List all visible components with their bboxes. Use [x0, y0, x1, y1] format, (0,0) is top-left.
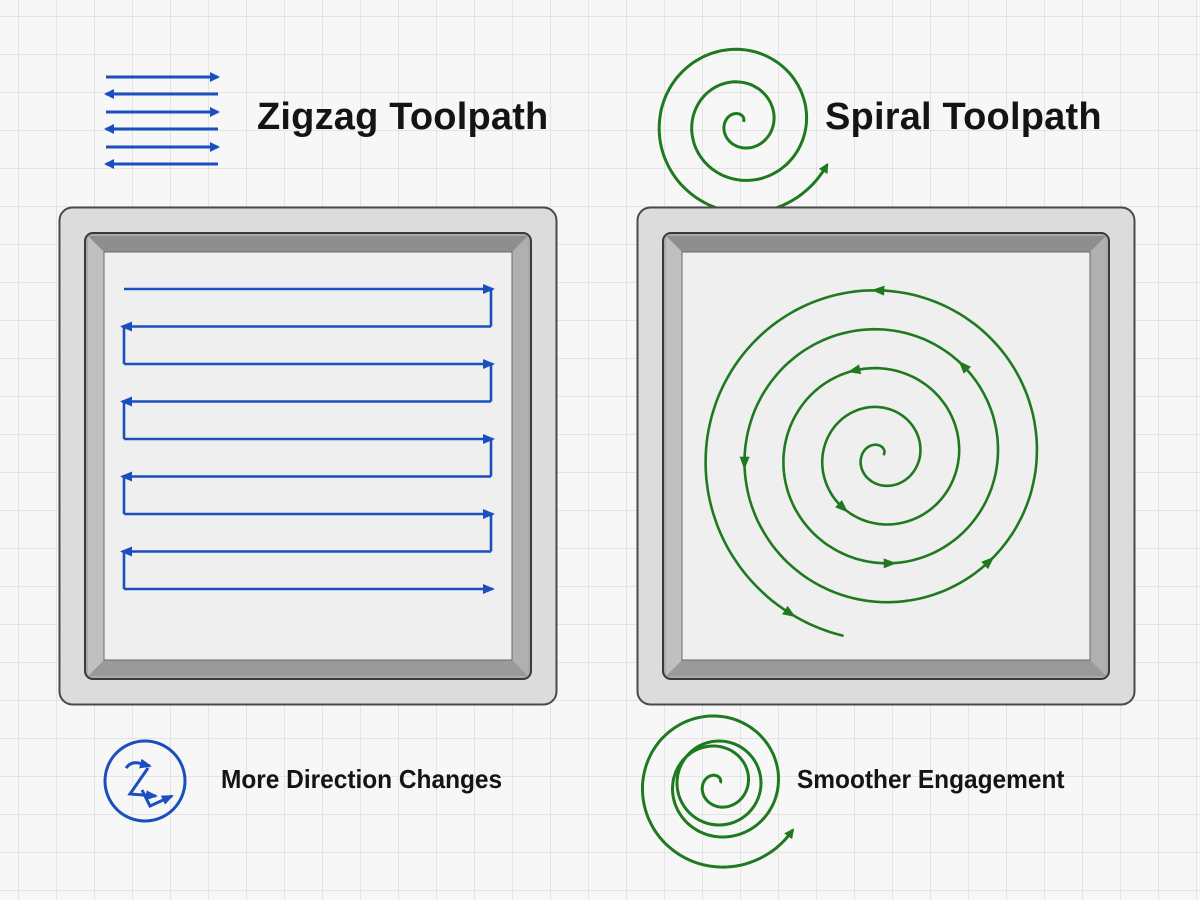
pocket-floor	[103, 251, 513, 661]
z-path-circle-icon	[103, 739, 187, 823]
spiral-caption-icon	[641, 714, 795, 869]
spiral-direction-arrow	[847, 364, 862, 375]
spiral-arrow-icon	[657, 47, 829, 215]
spiral-direction-arrow	[835, 499, 849, 513]
zigzag-pocket-diagram	[58, 206, 558, 706]
spiral-direction-arrow	[958, 360, 972, 374]
spiral-direction-arrow	[782, 605, 796, 618]
zigzag-header-icon	[100, 68, 226, 172]
zigzag-arrows-icon	[104, 72, 220, 169]
spiral-toolpath	[704, 289, 1039, 638]
spiral-direction-arrow	[981, 556, 995, 570]
spiral-direction-arrow	[739, 456, 750, 470]
pocket-floor	[681, 251, 1091, 661]
spiral-circle-icon	[641, 714, 795, 869]
zigzag-caption: More Direction Changes	[221, 764, 503, 794]
spiral-direction-arrow	[871, 285, 885, 296]
zigzag-caption-icon	[102, 738, 188, 824]
spiral-header-icon	[657, 47, 829, 215]
spiral-title: Spiral Toolpath	[825, 96, 1102, 138]
spiral-caption: Smoother Engagement	[797, 764, 1065, 794]
zigzag-title: Zigzag Toolpath	[257, 96, 549, 138]
spiral-direction-arrow	[883, 558, 897, 569]
spiral-pocket-diagram	[636, 206, 1136, 706]
